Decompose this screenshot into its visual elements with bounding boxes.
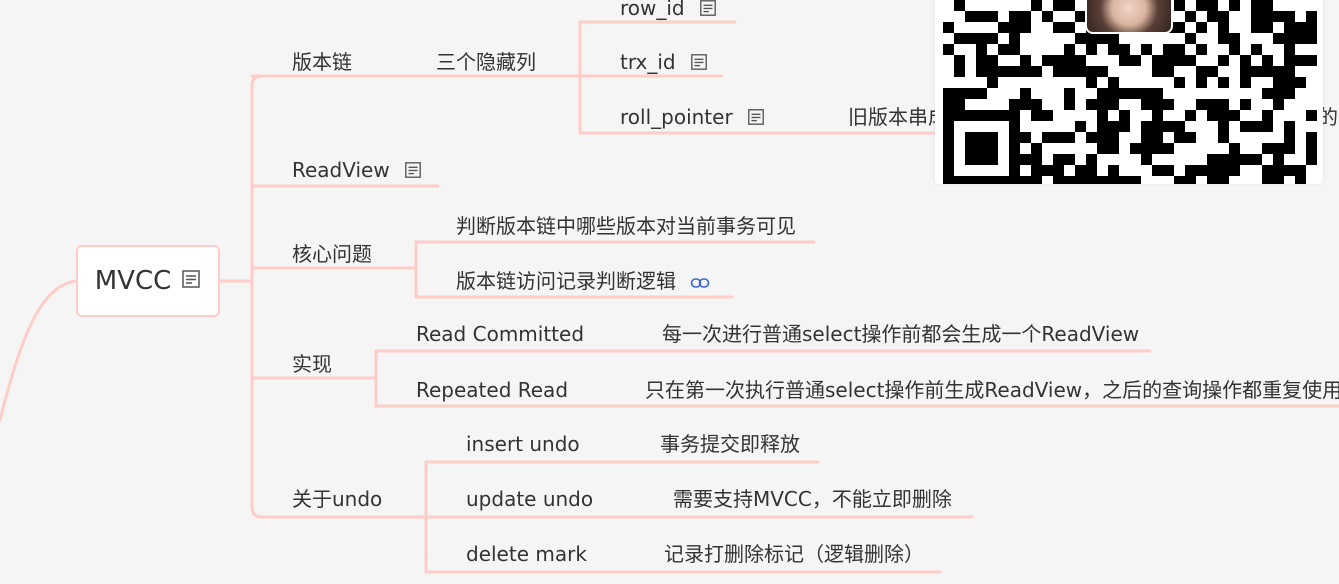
node-read-committed-desc[interactable]: 每一次进行普通select操作前都会生成一个ReadView (662, 322, 1139, 346)
node-label: 实现 (292, 352, 332, 376)
node-label: ReadView (292, 158, 390, 182)
node-label: 的位 (1318, 105, 1339, 129)
node-row-id[interactable]: row_id (620, 0, 717, 22)
node-label: Repeated Read (416, 378, 569, 402)
note-icon[interactable] (404, 160, 422, 184)
node-roll-pointer-desc[interactable]: 旧版本串成 (848, 105, 948, 129)
node-label: 关于undo (292, 487, 383, 511)
node-update-undo[interactable]: update undo (466, 487, 593, 511)
node-label: 旧版本串成 (848, 105, 948, 129)
node-core-item-logic[interactable]: 版本链访问记录判断逻辑 (456, 269, 710, 295)
node-trx-id[interactable]: trx_id (620, 50, 708, 76)
node-repeated-read-desc[interactable]: 只在第一次执行普通select操作前生成ReadView，之后的查询操作都重复使… (645, 378, 1339, 402)
node-version-chain[interactable]: 版本链 (292, 50, 352, 74)
node-label: 事务提交即释放 (660, 432, 800, 456)
node-label: trx_id (620, 50, 676, 74)
note-icon[interactable] (690, 52, 708, 76)
node-label: update undo (466, 487, 594, 511)
node-implementation[interactable]: 实现 (292, 352, 332, 376)
node-label: roll_pointer (620, 105, 733, 129)
qr-code-image (943, 0, 1317, 184)
node-label: delete mark (466, 542, 587, 566)
node-about-undo[interactable]: 关于undo (292, 487, 382, 511)
node-readview[interactable]: ReadView (292, 158, 422, 184)
node-core-item-visibility[interactable]: 判断版本链中哪些版本对当前事务可见 (456, 214, 796, 238)
link-icon[interactable] (690, 271, 710, 295)
node-label: 版本链 (292, 50, 352, 74)
node-insert-undo[interactable]: insert undo (466, 432, 580, 456)
node-label: 三个隐藏列 (436, 50, 536, 74)
node-label: 记录打删除标记（逻辑删除） (664, 542, 924, 566)
qr-code-overlay[interactable] (935, 0, 1323, 184)
node-read-committed[interactable]: Read Committed (416, 322, 584, 346)
node-label: 判断版本链中哪些版本对当前事务可见 (456, 214, 796, 238)
node-repeated-read[interactable]: Repeated Read (416, 378, 568, 402)
node-label: 需要支持MVCC，不能立即删除 (673, 487, 952, 511)
root-node-mvcc[interactable]: MVCC (76, 245, 220, 317)
node-label: 只在第一次执行普通select操作前生成ReadView，之后的查询操作都重复使… (645, 378, 1339, 402)
node-label: 每一次进行普通select操作前都会生成一个ReadView (662, 322, 1140, 346)
node-delete-mark-desc[interactable]: 记录打删除标记（逻辑删除） (664, 542, 924, 566)
avatar (1085, 0, 1173, 34)
node-delete-mark[interactable]: delete mark (466, 542, 587, 566)
node-label: 核心问题 (292, 242, 372, 266)
node-roll-pointer-desc-tail: 的位 (1318, 105, 1339, 129)
root-label: MVCC (94, 266, 172, 296)
node-hidden-columns[interactable]: 三个隐藏列 (436, 50, 536, 74)
node-core-problem[interactable]: 核心问题 (292, 242, 372, 266)
node-label: insert undo (466, 432, 580, 456)
node-label: Read Committed (416, 322, 585, 346)
node-update-undo-desc[interactable]: 需要支持MVCC，不能立即删除 (673, 487, 952, 511)
note-icon[interactable] (181, 266, 201, 296)
node-insert-undo-desc[interactable]: 事务提交即释放 (660, 432, 800, 456)
note-icon[interactable] (747, 107, 765, 131)
node-roll-pointer[interactable]: roll_pointer (620, 105, 765, 131)
node-label: row_id (620, 0, 685, 20)
node-label: 版本链访问记录判断逻辑 (456, 269, 676, 293)
note-icon[interactable] (699, 0, 717, 22)
